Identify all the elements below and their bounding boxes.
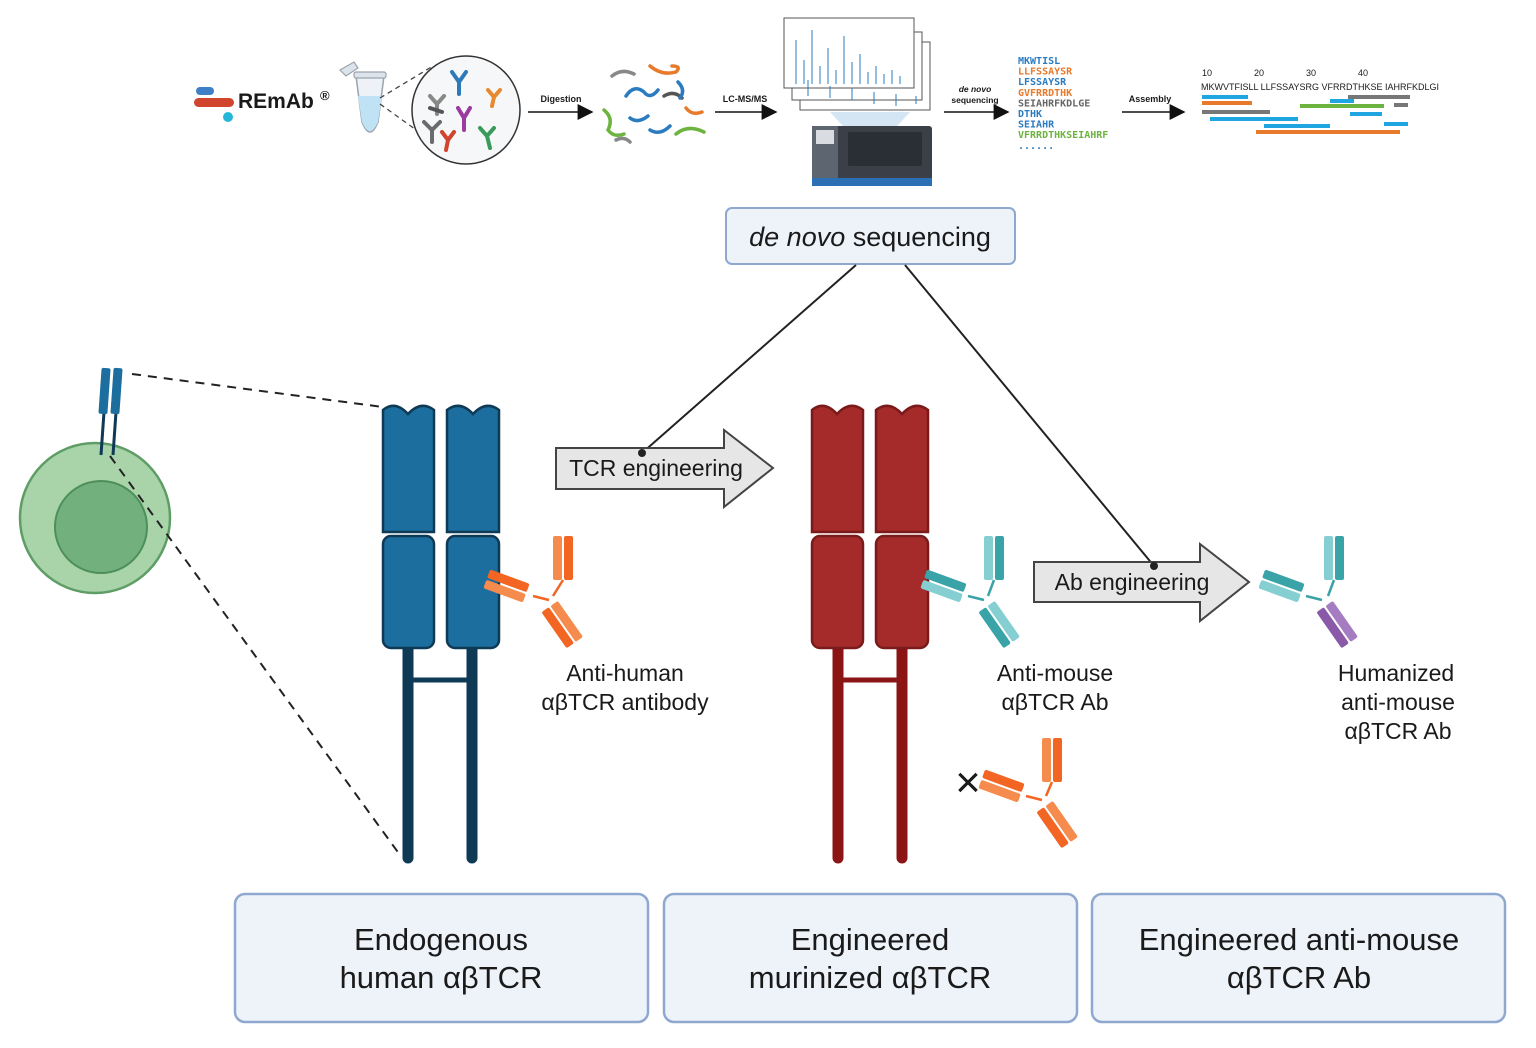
humanized-antibody-icon: [1258, 536, 1358, 648]
assembly-sequence: MKWVTFISLL LLFSSAYSRG VFRRDTHKSE IAHRFKD…: [1201, 82, 1439, 92]
human-tcr-icon: [381, 404, 501, 864]
denovo-label-2: sequencing: [951, 95, 998, 105]
tcr-engineering-arrow: TCR engineering: [555, 427, 775, 510]
bottom-box-anti-mouse: Engineered anti-mouse αβTCR Ab: [1090, 892, 1507, 1024]
assembly-tick-label: 10: [1202, 68, 1212, 78]
t-cell-icon: [18, 367, 172, 595]
ab-engineering-arrow: Ab engineering: [1033, 541, 1251, 624]
anti-human-antibody-icon: [483, 536, 583, 648]
non-binding-antibody-icon: [978, 738, 1078, 848]
assembly-tick-label: 20: [1254, 68, 1264, 78]
connector-ab: [904, 264, 1155, 567]
anti-mouse-antibody-icon: [920, 536, 1020, 648]
digestion-label: Digestion: [540, 94, 581, 104]
svg-text:Engineered: Engineered: [791, 922, 950, 957]
svg-text:human αβTCR: human αβTCR: [340, 960, 543, 995]
assembly-bars: [1202, 95, 1410, 134]
anti-human-label-1: Anti-human: [566, 660, 684, 686]
peptide-fragments-icon: [602, 64, 706, 144]
connector-tcr: [641, 264, 857, 454]
spectra-icon: [783, 17, 931, 111]
peptide-sequence: ......: [1018, 141, 1054, 152]
peptide-list: MKWTISLLLFSSAYSRLFSSAYSRGVFRRDTHKSEIAHRF…: [1018, 56, 1108, 152]
svg-text:murinized αβTCR: murinized αβTCR: [749, 960, 991, 995]
humanized-label-1: Humanized: [1338, 660, 1454, 686]
svg-text:Endogenous: Endogenous: [354, 922, 528, 957]
lcms-label: LC-MS/MS: [723, 94, 768, 104]
humanized-label-3: αβTCR Ab: [1344, 718, 1451, 744]
peptide-sequence: LLFSSAYSR: [1018, 67, 1073, 78]
svg-text:αβTCR Ab: αβTCR Ab: [1227, 960, 1371, 995]
remab-logo: REmAb ®: [194, 87, 330, 122]
denovo-sequencing-box: [725, 207, 1016, 265]
peptide-sequence: SEIAHRFKDLGE: [1018, 98, 1090, 109]
tube-icon: [339, 61, 387, 133]
denovo-label-1: de novo: [959, 84, 992, 94]
bottom-box-murinized: Engineered murinized αβTCR: [662, 892, 1079, 1024]
ab-engineering-label: Ab engineering: [1055, 569, 1210, 595]
peptide-sequence: GVFRRDTHK: [1018, 88, 1072, 99]
bottom-box-endogenous: Endogenous human αβTCR: [233, 892, 650, 1024]
peptide-sequence: DTHK: [1018, 109, 1042, 120]
peptide-sequence: VFRRDTHKSEIAHRF: [1018, 130, 1108, 141]
mass-spectrometer-icon: [812, 112, 932, 186]
tcr-engineering-label: TCR engineering: [569, 455, 743, 481]
logo-text: REmAb: [238, 90, 314, 113]
assembly-label: Assembly: [1129, 94, 1172, 104]
anti-mouse-label-2: αβTCR Ab: [1001, 689, 1108, 715]
anti-human-label-2: αβTCR antibody: [541, 689, 709, 715]
peptide-sequence: SEIAHR: [1018, 120, 1055, 131]
svg-text:Engineered anti-mouse: Engineered anti-mouse: [1139, 922, 1460, 957]
peptide-sequence: MKWTISL: [1018, 56, 1060, 67]
no-binding-mark: ×: [955, 758, 981, 807]
denovo-box-label: de novo sequencing: [749, 222, 991, 252]
svg-text:®: ®: [320, 88, 330, 103]
anti-mouse-label-1: Anti-mouse: [997, 660, 1113, 686]
assembly-tick-label: 30: [1306, 68, 1316, 78]
assembly-tick-label: 40: [1358, 68, 1368, 78]
peptide-sequence: LFSSAYSR: [1018, 77, 1067, 88]
assembly-ticks: 10 20 30 40: [1202, 68, 1368, 78]
antibody-mixture-icon: [411, 55, 521, 165]
humanized-label-2: anti-mouse: [1341, 689, 1455, 715]
murinized-tcr-icon: [810, 404, 930, 864]
